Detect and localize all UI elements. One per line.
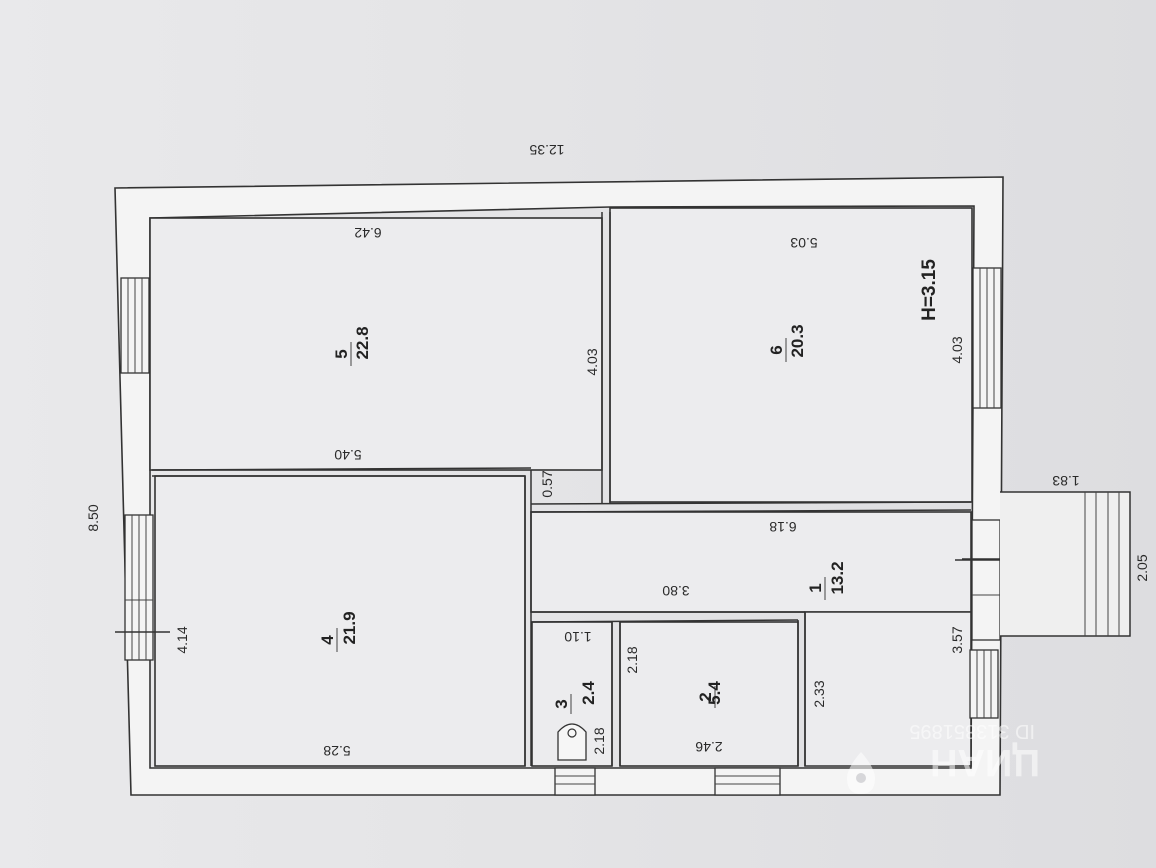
room-1-floor (530, 511, 972, 613)
overall-length-dim: 12.35 (529, 142, 564, 158)
window-top-left (120, 277, 150, 374)
room-2-floor (619, 621, 799, 767)
overall-width-dim: 8.50 (85, 504, 101, 531)
partition-1-wcb (530, 619, 799, 623)
ceiling-height-note: H=3.15 (919, 259, 940, 321)
watermark-brand: ЦИАН (930, 741, 1040, 783)
room-4-dim-bottom: 5.28 (323, 743, 350, 759)
room-6-dim-top: 5.03 (790, 235, 817, 251)
room-3-dim-side: 2.18 (591, 727, 607, 754)
room-2-dim-side: 2.18 (624, 646, 640, 673)
room-4-floor (154, 475, 526, 767)
room-4-area: 21.9 (340, 611, 359, 644)
room-1-area: 13.2 (828, 561, 847, 594)
partition-4-5 (151, 467, 532, 471)
window-side-1 (554, 767, 596, 796)
window-bottom-right (972, 267, 1002, 409)
room-5-number: 5 (332, 349, 351, 358)
partition-6-1 (530, 501, 972, 505)
room-1-dim-mid: 3.80 (662, 583, 689, 599)
window-side-2 (714, 767, 781, 796)
corridor-gap-dim: 0.57 (539, 470, 555, 497)
room-2-number: 2 (696, 692, 715, 701)
porch-steps (1000, 491, 1131, 637)
room-6-number: 6 (767, 345, 786, 354)
partition-6-1b (530, 509, 972, 513)
room-1-number: 1 (806, 583, 825, 592)
room-3-dim-top: 1.10 (564, 629, 591, 645)
room-5-dim-bottom: 5.40 (334, 447, 361, 463)
window-bottom-mid (969, 649, 999, 719)
room-5-floor (149, 217, 603, 471)
room-3-area: 2.4 (579, 681, 598, 705)
room-3-number: 3 (552, 699, 571, 708)
cian-watermark: ЦИАН ID 313851895 (847, 720, 1040, 794)
porch-dim-width: 1.83 (1052, 473, 1079, 489)
room-2-dim-bottom: 2.46 (695, 739, 722, 755)
toilet-icon (557, 723, 587, 761)
room-2-area: 5.4 (705, 681, 724, 705)
room-1-dim-side: 3.57 (949, 626, 965, 653)
room-4-number: 4 (318, 635, 337, 645)
room-5-dim-side: 4.03 (584, 348, 600, 375)
watermark-id: ID 313851895 (909, 720, 1035, 742)
location-pin-icon (847, 752, 875, 794)
room-5-dim-top: 6.42 (354, 225, 381, 241)
room-5-area: 22.8 (353, 326, 372, 359)
window-top-mid (124, 514, 154, 661)
room-6-area: 20.3 (788, 324, 807, 357)
room-1-dim-top: 6.18 (769, 519, 796, 535)
room-4-dim-side: 4.14 (174, 626, 190, 653)
room-6-dim-side: 4.03 (949, 336, 965, 363)
porch-dim-depth: 2.05 (1134, 554, 1150, 581)
room-1-dim-inner: 2.33 (811, 680, 827, 707)
entrance-door (955, 519, 1015, 641)
